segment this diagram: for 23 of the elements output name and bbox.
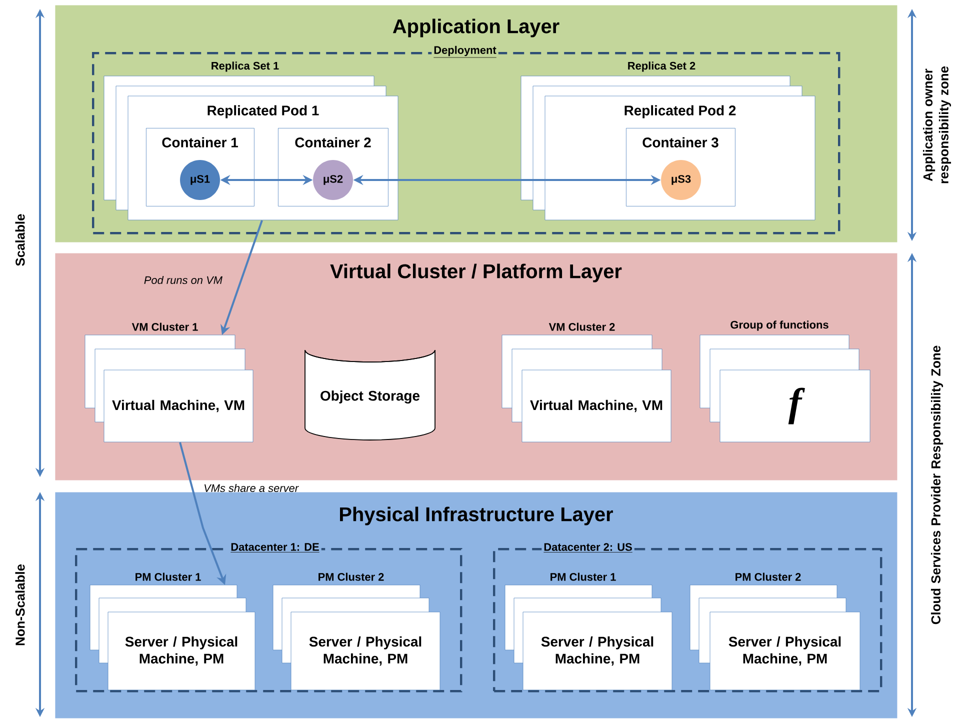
node-label: Replica Set 1 — [212, 62, 279, 72]
stacked-cards: VM Cluster 2 Virtual Machine, VM — [502, 322, 672, 442]
stacked-cards: PM Cluster 2 Server / Physical Machine, PM — [690, 572, 860, 690]
node-label: PM Cluster 1 — [136, 572, 201, 581]
node-label: VM Cluster 1 — [132, 322, 198, 331]
storage-cylinder: Object Storage — [304, 350, 436, 440]
node-label: PM Cluster 2 — [318, 572, 384, 581]
node-label: PM Cluster 2 — [736, 572, 801, 581]
stacked-cards: VM Cluster 1 Virtual Machine, VM — [84, 322, 254, 442]
side-label: Application owner responsibility zone — [923, 66, 951, 184]
side-label: Cloud Services Provider Responsibility Zone — [930, 346, 944, 624]
side-label: Scalable — [15, 214, 25, 266]
node-label: Replica Set 2 — [628, 62, 696, 72]
stacked-cards: PM Cluster 2 Server / Physical Machine, PM — [272, 572, 440, 690]
edge-label: VMs share a server — [204, 484, 299, 492]
node-label: VM Cluster 2 — [548, 322, 615, 331]
edge-label: Pod runs on VM — [144, 276, 222, 284]
stacked-cards: PM Cluster 1 Server / Physical Machine, PM — [504, 572, 672, 690]
stacked-cards: Group of functions f — [700, 320, 870, 442]
node-label: Group of functions — [730, 320, 828, 331]
node-label: PM Cluster 1 — [550, 572, 616, 581]
stacked-cards: PM Cluster 1 Server / Physical Machine, PM — [90, 572, 256, 690]
side-label: Non-Scalable — [15, 564, 25, 646]
